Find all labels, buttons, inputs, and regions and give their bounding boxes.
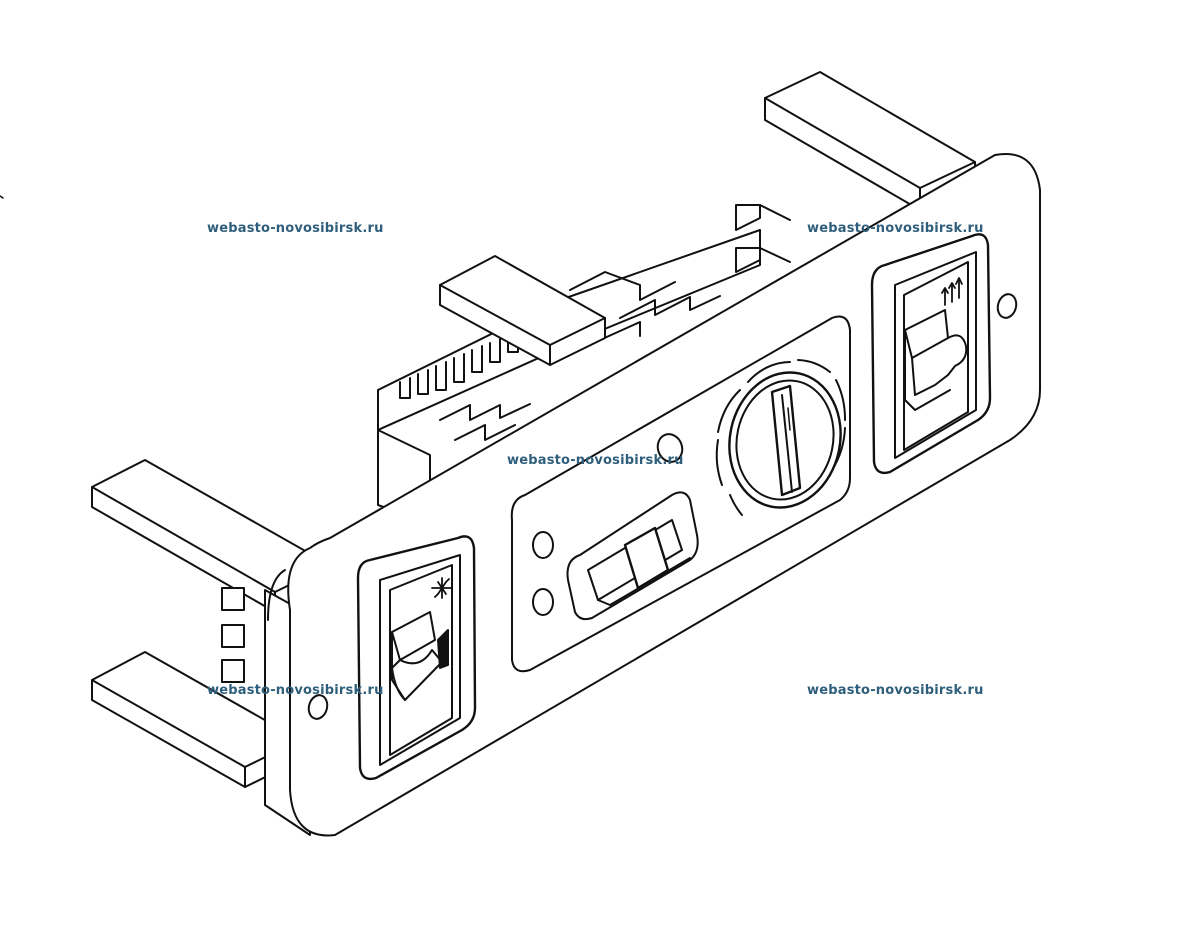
indicator-lamp-bottom	[532, 588, 554, 616]
mounting-hole-left	[307, 694, 329, 720]
indicator-lamp-upper	[656, 433, 684, 463]
watermark-text: webasto-novosibirsk.ru	[807, 683, 984, 698]
left-toggle-switch[interactable]	[356, 535, 477, 781]
heat-waves-icon	[941, 277, 963, 306]
knob-scale-ring	[715, 359, 847, 516]
mounting-hole-right	[996, 293, 1018, 319]
rocker-switch[interactable]	[566, 491, 699, 621]
stray-mark	[0, 195, 4, 199]
right-toggle-switch[interactable]	[870, 233, 992, 475]
watermark-text: webasto-novosibirsk.ru	[207, 683, 384, 698]
indicator-lamp-top	[532, 531, 554, 559]
mounting-rails	[91, 71, 976, 788]
watermark-text: webasto-novosibirsk.ru	[807, 221, 984, 236]
temperature-knob[interactable]	[715, 359, 853, 518]
vent-slots	[399, 331, 519, 399]
watermark-text: webasto-novosibirsk.ru	[207, 221, 384, 236]
watermark-text: webasto-novosibirsk.ru	[507, 453, 684, 468]
fan-icon	[431, 577, 453, 599]
